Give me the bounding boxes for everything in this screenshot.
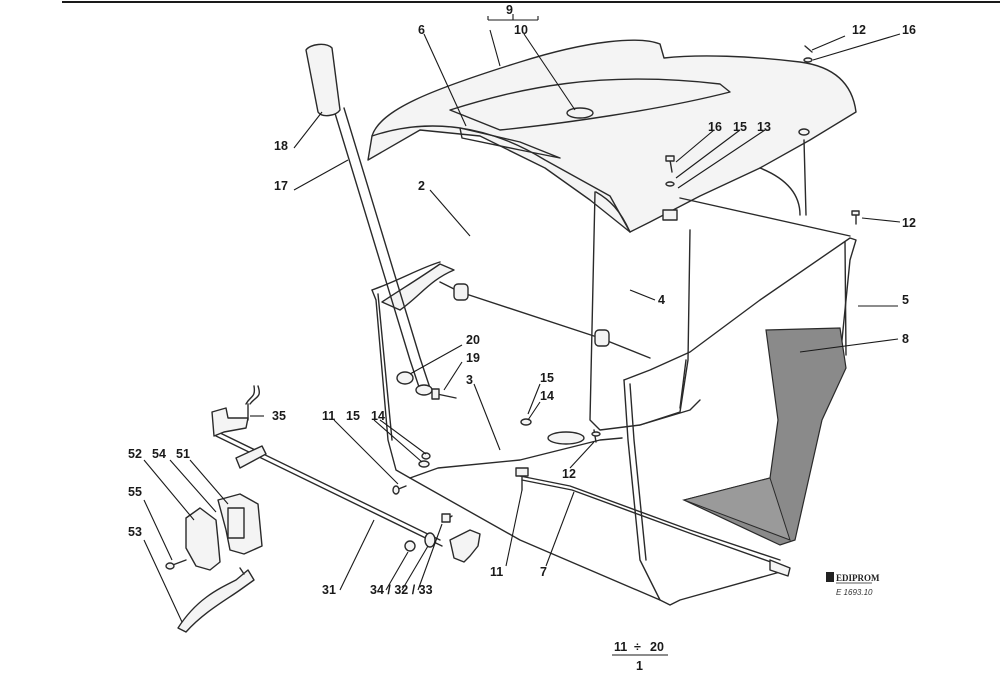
- bag-body: [547, 191, 701, 445]
- label-8: 8: [902, 332, 909, 346]
- label-12: 12: [902, 216, 916, 230]
- range-result: 1: [636, 659, 643, 673]
- label-7: 7: [540, 565, 547, 579]
- label-3: 3: [466, 373, 473, 387]
- label-31: 31: [322, 583, 336, 597]
- label-18: 18: [274, 139, 288, 153]
- mesh-panel: [682, 327, 847, 546]
- bag-handle: [305, 43, 433, 396]
- label-11: 11: [490, 565, 503, 579]
- bag-lid: [367, 39, 857, 233]
- label-54: 54: [152, 447, 166, 461]
- fasteners: [392, 45, 860, 495]
- logo-code: E 1693.10: [836, 588, 873, 597]
- label-12: 12: [562, 467, 576, 481]
- leader-lines: [143, 14, 901, 656]
- label-10: 10: [514, 23, 528, 37]
- label-19: 19: [466, 351, 480, 365]
- label-13: 13: [757, 120, 771, 134]
- bolt-19-20: [396, 371, 457, 400]
- label-17: 17: [274, 179, 288, 193]
- label-2: 2: [418, 179, 425, 193]
- bag-frame-front: [371, 261, 781, 606]
- ediprom-logo: EDIPROM E 1693.10: [826, 572, 880, 597]
- label-14: 14: [371, 409, 385, 423]
- label-15: 15: [540, 371, 554, 385]
- label-20: 20: [466, 333, 480, 347]
- logo-brand: EDIPROM: [836, 573, 880, 583]
- label-55: 55: [128, 485, 142, 499]
- label-35: 35: [272, 409, 286, 423]
- bag-frame-rear: [623, 197, 857, 601]
- label-15: 15: [733, 120, 747, 134]
- label-15: 15: [346, 409, 360, 423]
- label-5: 5: [902, 293, 909, 307]
- cross-rods: [439, 281, 791, 577]
- lower-linkage: [211, 385, 481, 563]
- range-to: 20: [650, 640, 664, 654]
- label-11: 11: [322, 409, 335, 423]
- label-12: 12: [852, 23, 866, 37]
- label-14: 14: [540, 389, 554, 403]
- range-note: 11 ÷ 20 1: [614, 640, 664, 673]
- label-16: 16: [708, 120, 722, 134]
- part-labels: 9 10 6 12 16 16 15 13 18 17 2 12 4 5 8 2…: [128, 3, 916, 597]
- range-sep: ÷: [634, 640, 641, 654]
- label-51: 51: [176, 447, 190, 461]
- label-52: 52: [128, 447, 142, 461]
- range-from: 11: [614, 640, 627, 654]
- label-6: 6: [418, 23, 425, 37]
- label-34-32-33: 34 / 32 / 33: [370, 583, 433, 597]
- label-4: 4: [658, 293, 665, 307]
- hook-assembly: [165, 493, 263, 633]
- label-53: 53: [128, 525, 142, 539]
- label-16: 16: [902, 23, 916, 37]
- label-9: 9: [506, 3, 513, 17]
